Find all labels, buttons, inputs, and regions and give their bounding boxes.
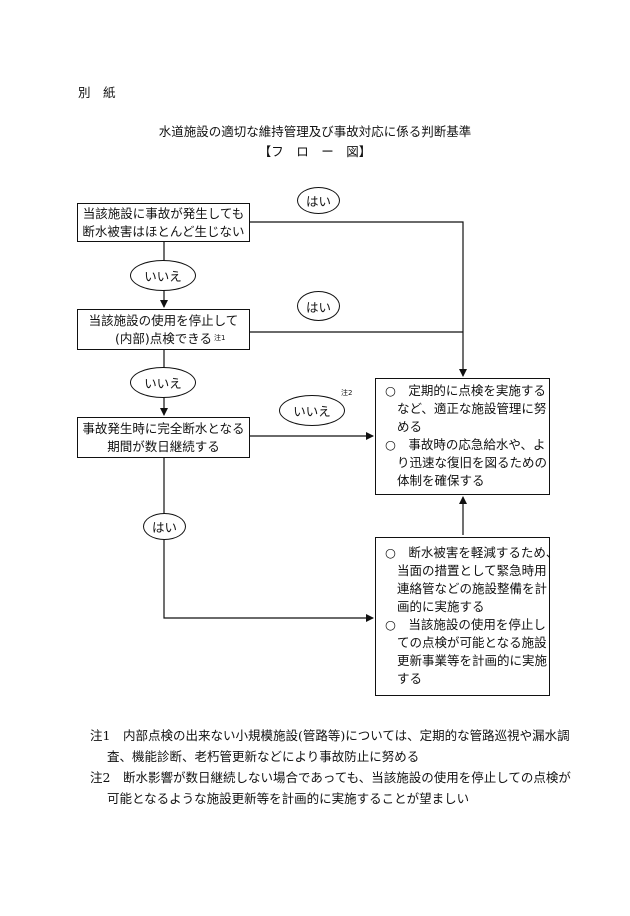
oval-no-2: いいえ xyxy=(130,367,196,398)
arrow-box3-yes xyxy=(163,458,374,622)
oval-yes-1: はい xyxy=(297,187,340,214)
footnote-line: 注1 内部点検の出来ない小規模施設(管路等)については、定期的な管路巡視や漏水調 xyxy=(90,728,570,743)
box-line: ○ 定期的に点検を実施する xyxy=(385,383,546,398)
box-line: 事故発生時に完全断水となる xyxy=(82,421,245,436)
box-line: ての点検が可能となる施設 xyxy=(397,635,547,650)
oval-no-3: いいえ xyxy=(279,395,345,426)
decision-box-outage-duration: 事故発生時に完全断水となる 期間が数日継続する xyxy=(77,417,250,458)
note-mark-2: 注2 xyxy=(341,389,353,397)
attachment-label: 別 紙 xyxy=(78,85,116,100)
oval-yes-2: はい xyxy=(297,291,340,321)
box-line: 画的に実施する xyxy=(397,599,485,614)
action-box-regular-inspection: ○ 定期的に点検を実施する など、適正な施設管理に努 める ○ 事故時の応急給水… xyxy=(375,378,550,495)
arrow-box1-yes xyxy=(250,221,467,377)
oval-no-1: いいえ xyxy=(130,260,196,291)
page-subtitle: 【フ ロ ー 図】 xyxy=(258,144,372,159)
box-line: 期間が数日継続する xyxy=(107,439,220,454)
box-line: ○ 当該施設の使用を停止し xyxy=(385,617,546,632)
box-line: ○ 断水被害を軽減するため、 xyxy=(385,545,559,560)
box-line: める xyxy=(397,419,423,434)
action-box-planned-renewal: ○ 断水被害を軽減するため、 当面の措置として緊急時用 連絡管などの施設整備を計… xyxy=(375,537,559,696)
decision-box-minor-impact: 当該施設に事故が発生しても 断水被害はほとんど生じない xyxy=(77,203,250,242)
oval-yes-3: はい xyxy=(143,513,186,540)
box-line: 断水被害はほとんど生じない xyxy=(82,224,245,239)
box-line: 当該施設に事故が発生しても xyxy=(82,206,245,221)
box-line: 当面の措置として緊急時用 xyxy=(397,563,547,578)
box-line: 連絡管などの施設整備を計 xyxy=(397,581,548,596)
decision-box-can-inspect: 当該施設の使用を停止して (内部)点検できる xyxy=(77,309,250,350)
box-line: 当該施設の使用を停止して xyxy=(88,313,239,328)
box-line: など、適正な施設管理に努 xyxy=(397,401,547,416)
box-line: 更新事業等を計画的に実施 xyxy=(397,653,548,668)
footnote-line: 注2 断水影響が数日継続しない場合であっても、当該施設の使用を停止しての点検が xyxy=(90,770,571,785)
footnote-line: 査、機能診断、老朽管更新などにより事故防止に努める xyxy=(107,749,420,764)
footnote-1: 注1 内部点検の出来ない小規模施設(管路等)については、定期的な管路巡視や漏水調… xyxy=(90,725,570,767)
page-title: 水道施設の適切な維持管理及び事故対応に係る判断基準 xyxy=(158,124,472,139)
footnote-line: 可能となるような施設更新等を計画的に実施することが望ましい xyxy=(107,791,470,806)
box-line: り迅速な復旧を図るための xyxy=(397,455,548,470)
box-line: ○ 事故時の応急給水や、よ xyxy=(385,437,546,452)
box-line: (内部)点検できる xyxy=(114,331,212,346)
box-line: する xyxy=(397,671,423,686)
footnote-2: 注2 断水影響が数日継続しない場合であっても、当該施設の使用を停止しての点検が … xyxy=(90,767,571,809)
note-mark-1: 注1 xyxy=(214,334,226,342)
box-line: 体制を確保する xyxy=(397,473,485,488)
